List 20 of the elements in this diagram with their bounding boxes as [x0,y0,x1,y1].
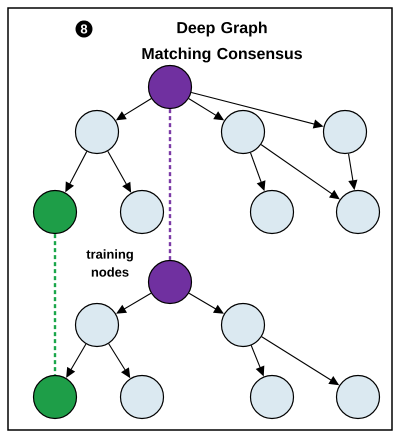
annotation: training nodes [86,249,133,277]
graph-node [322,110,368,154]
dashed-line [54,234,56,375]
graph-node [148,64,192,110]
number-badge: 8 [76,20,92,38]
graph-node [250,374,294,420]
graph-node [220,110,266,154]
graph-node [74,302,120,348]
graph-node [220,302,266,348]
graph-node [250,190,294,234]
title: Deep Graph Matching Consensus [142,22,302,62]
graph-node [32,374,78,420]
graph-node [120,374,164,420]
graph-node [74,110,120,154]
graph-node [336,190,380,234]
graph-node [148,260,192,304]
graph-node [32,190,78,234]
dashed-line [168,109,172,260]
graph-node [120,190,164,234]
graph-node [336,374,380,420]
